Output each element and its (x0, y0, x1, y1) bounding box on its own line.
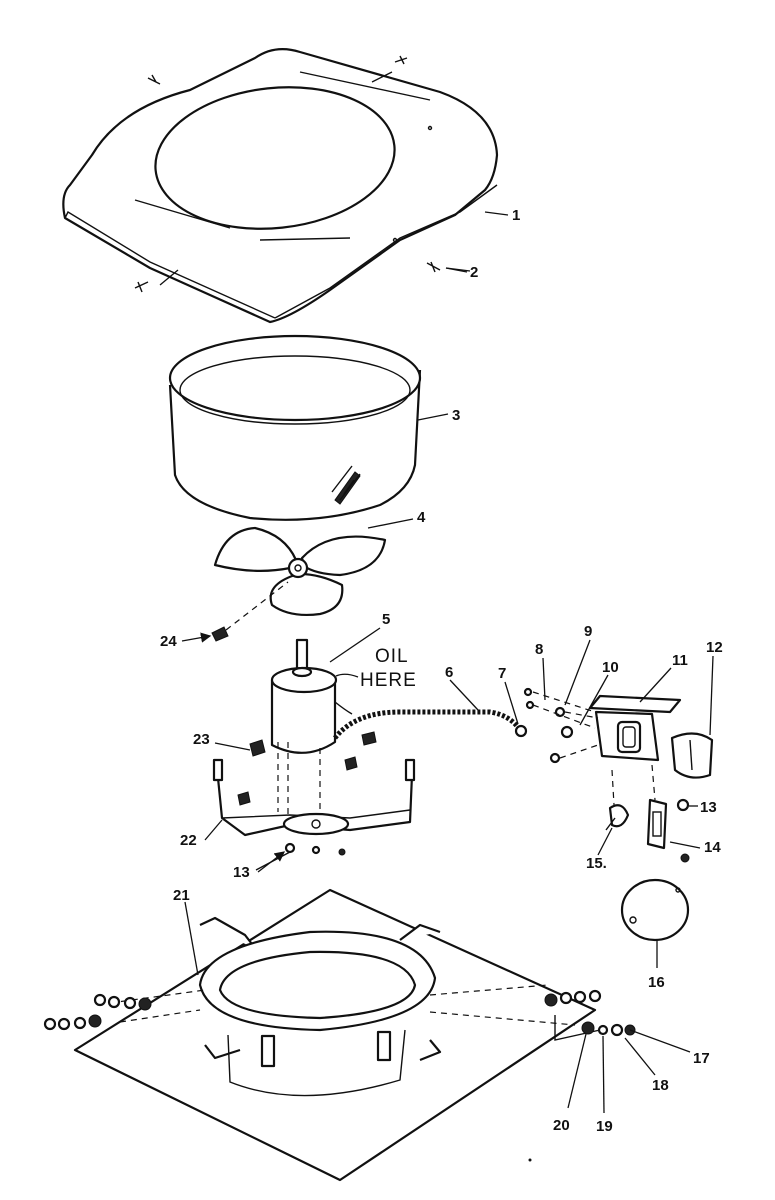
callout-23: 23 (193, 731, 210, 748)
switch-assembly (523, 687, 714, 801)
callout-9: 9 (584, 623, 592, 640)
fan-motor (270, 638, 353, 754)
callout-12: 12 (706, 639, 723, 656)
oil-here-label-line1: OIL (375, 646, 409, 667)
mount-screws (237, 731, 377, 856)
callout-21: 21 (173, 887, 190, 904)
set-screw (211, 581, 289, 642)
top-cover (62, 47, 499, 324)
callout-14: 14 (704, 839, 721, 856)
callout-5: 5 (382, 611, 390, 628)
callout-18: 18 (652, 1077, 669, 1094)
callout-8: 8 (535, 641, 543, 658)
callout-6: 6 (445, 664, 453, 681)
callout-7: 7 (498, 665, 506, 682)
cover-plate (620, 878, 690, 942)
fan-blade (213, 526, 387, 617)
callout-13-left: 13 (233, 864, 250, 881)
base-hardware (43, 989, 636, 1037)
callout-17: 17 (693, 1050, 710, 1067)
callout-16: 16 (648, 974, 665, 991)
callout-15: 15. (586, 855, 607, 872)
base-plate (73, 888, 601, 1182)
callout-10: 10 (602, 659, 619, 676)
fan-shroud (168, 334, 422, 521)
shroud-vent (331, 465, 361, 505)
callout-2: 2 (470, 264, 478, 281)
callout-13-right: 13 (700, 799, 717, 816)
callout-4: 4 (417, 509, 426, 526)
oil-here-label-line2: HERE (360, 670, 417, 691)
callout-22: 22 (180, 832, 197, 849)
switch-hardware (605, 769, 690, 863)
callout-24: 24 (160, 633, 177, 650)
callout-19: 19 (596, 1118, 613, 1135)
callout-20: 20 (553, 1117, 570, 1134)
callout-3: 3 (452, 407, 460, 424)
callout-11: 11 (672, 652, 688, 669)
motor-cord (333, 709, 528, 740)
motor-mount (212, 742, 416, 837)
callout-labels: 1 2 3 4 5 6 7 8 9 10 11 12 13 13 14 15. … (160, 207, 723, 1135)
callout-1: 1 (512, 207, 520, 224)
cover-screws (134, 55, 471, 293)
leader-lines (184, 211, 714, 1114)
